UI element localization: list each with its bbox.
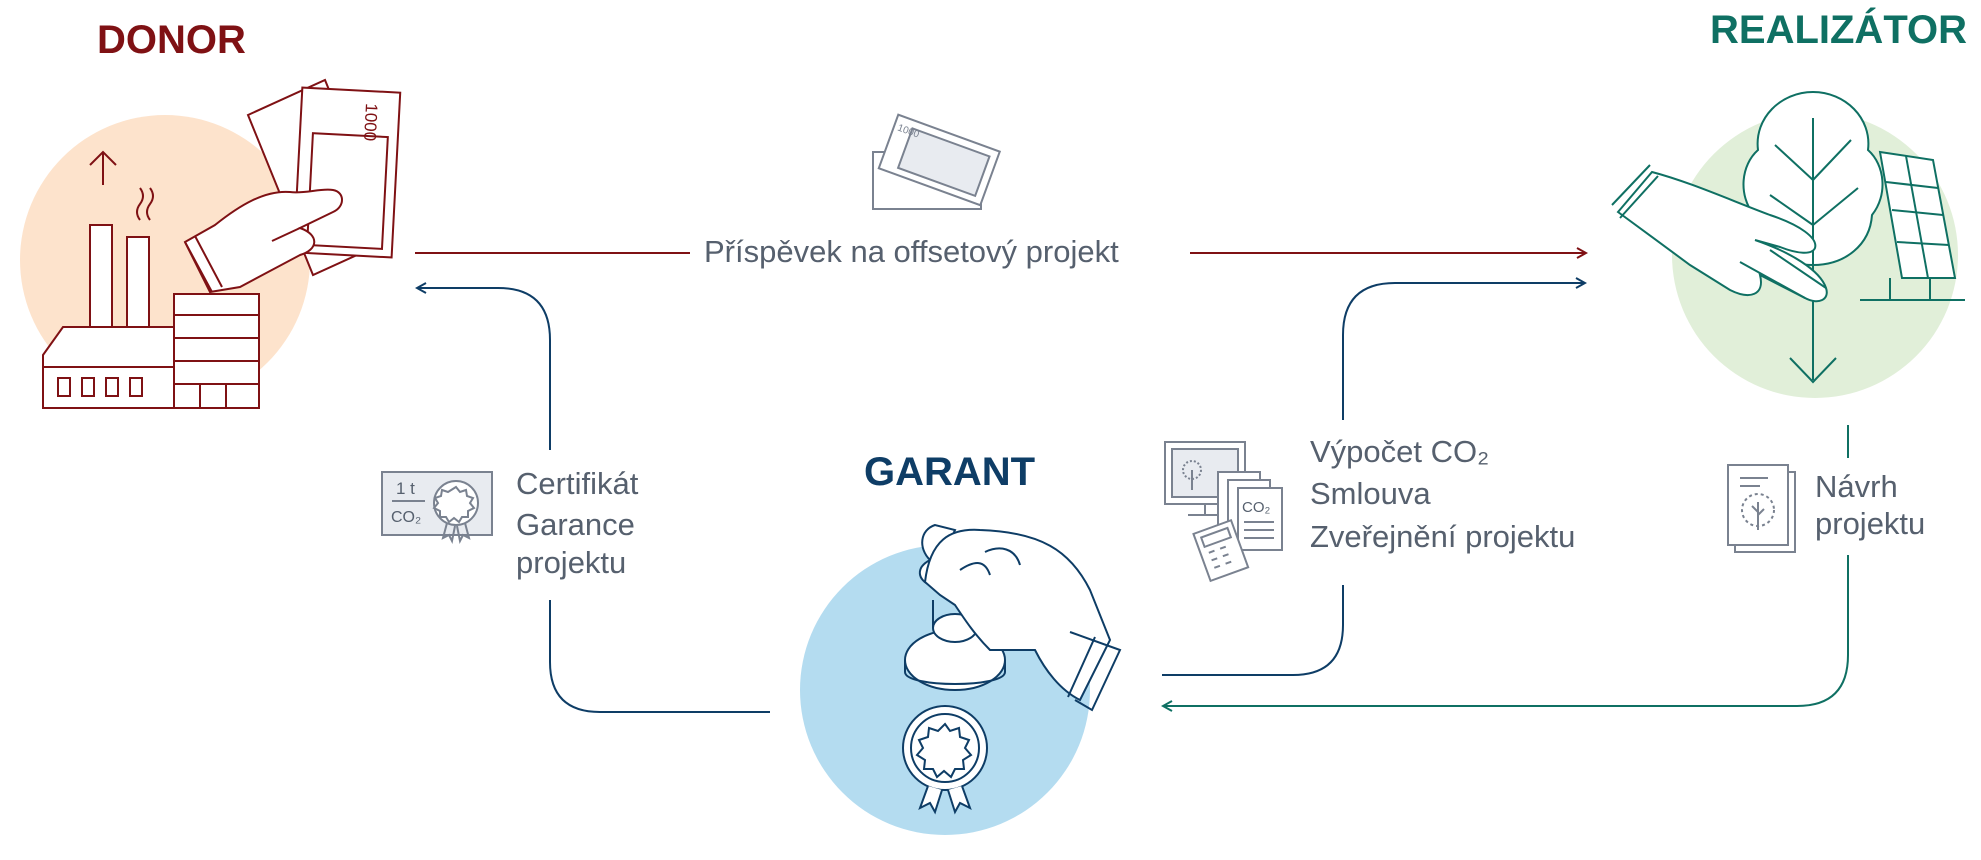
donor-title: DONOR <box>97 18 246 62</box>
contribution-label: Příspěvek na offsetový projekt <box>704 234 1119 269</box>
handshake-tree-icon <box>1611 164 1828 303</box>
proposal-label-line1: Návrh <box>1815 469 1898 504</box>
stamp-hand-icon <box>904 523 1122 712</box>
calculation-label-line2: Smlouva <box>1310 476 1431 511</box>
proposal-arrow-lower <box>1164 555 1849 706</box>
computer-documents-icon: CO₂ <box>1164 441 1283 583</box>
calculation-label-line1: Výpočet CO₂ <box>1310 434 1490 469</box>
svg-text:CO₂: CO₂ <box>391 509 421 526</box>
garant-title: GARANT <box>864 450 1036 494</box>
svg-text:CO₂: CO₂ <box>1242 499 1271 516</box>
calculation-arrow-upper <box>1342 283 1584 420</box>
certificate-arrow-upper <box>418 288 551 450</box>
calculation-label-line3: Zveřejnění projektu <box>1310 519 1576 554</box>
seal-icon <box>902 705 988 815</box>
solar-panel-icon <box>1860 150 1965 301</box>
certificate-arrow-lower <box>549 600 770 713</box>
certificate-label-line1: Certifikát <box>516 466 639 501</box>
proposal-label-line2: projektu <box>1815 506 1926 541</box>
tree-document-icon <box>1727 464 1796 553</box>
certificate-icon: 1 t CO₂ <box>381 471 493 545</box>
calculation-arrow-lower <box>1162 585 1344 676</box>
svg-text:1 t: 1 t <box>396 479 415 498</box>
factory-icon <box>42 150 260 409</box>
certificate-label-line3: projektu <box>516 545 627 580</box>
certificate-label-line2: Garance <box>516 507 635 542</box>
realizator-title: REALIZÁTOR <box>1710 8 1968 52</box>
svg-text:1000: 1000 <box>360 103 381 142</box>
banknotes-icon: 1000 <box>872 113 1002 210</box>
money-hand-icon: 1000 <box>183 78 402 294</box>
